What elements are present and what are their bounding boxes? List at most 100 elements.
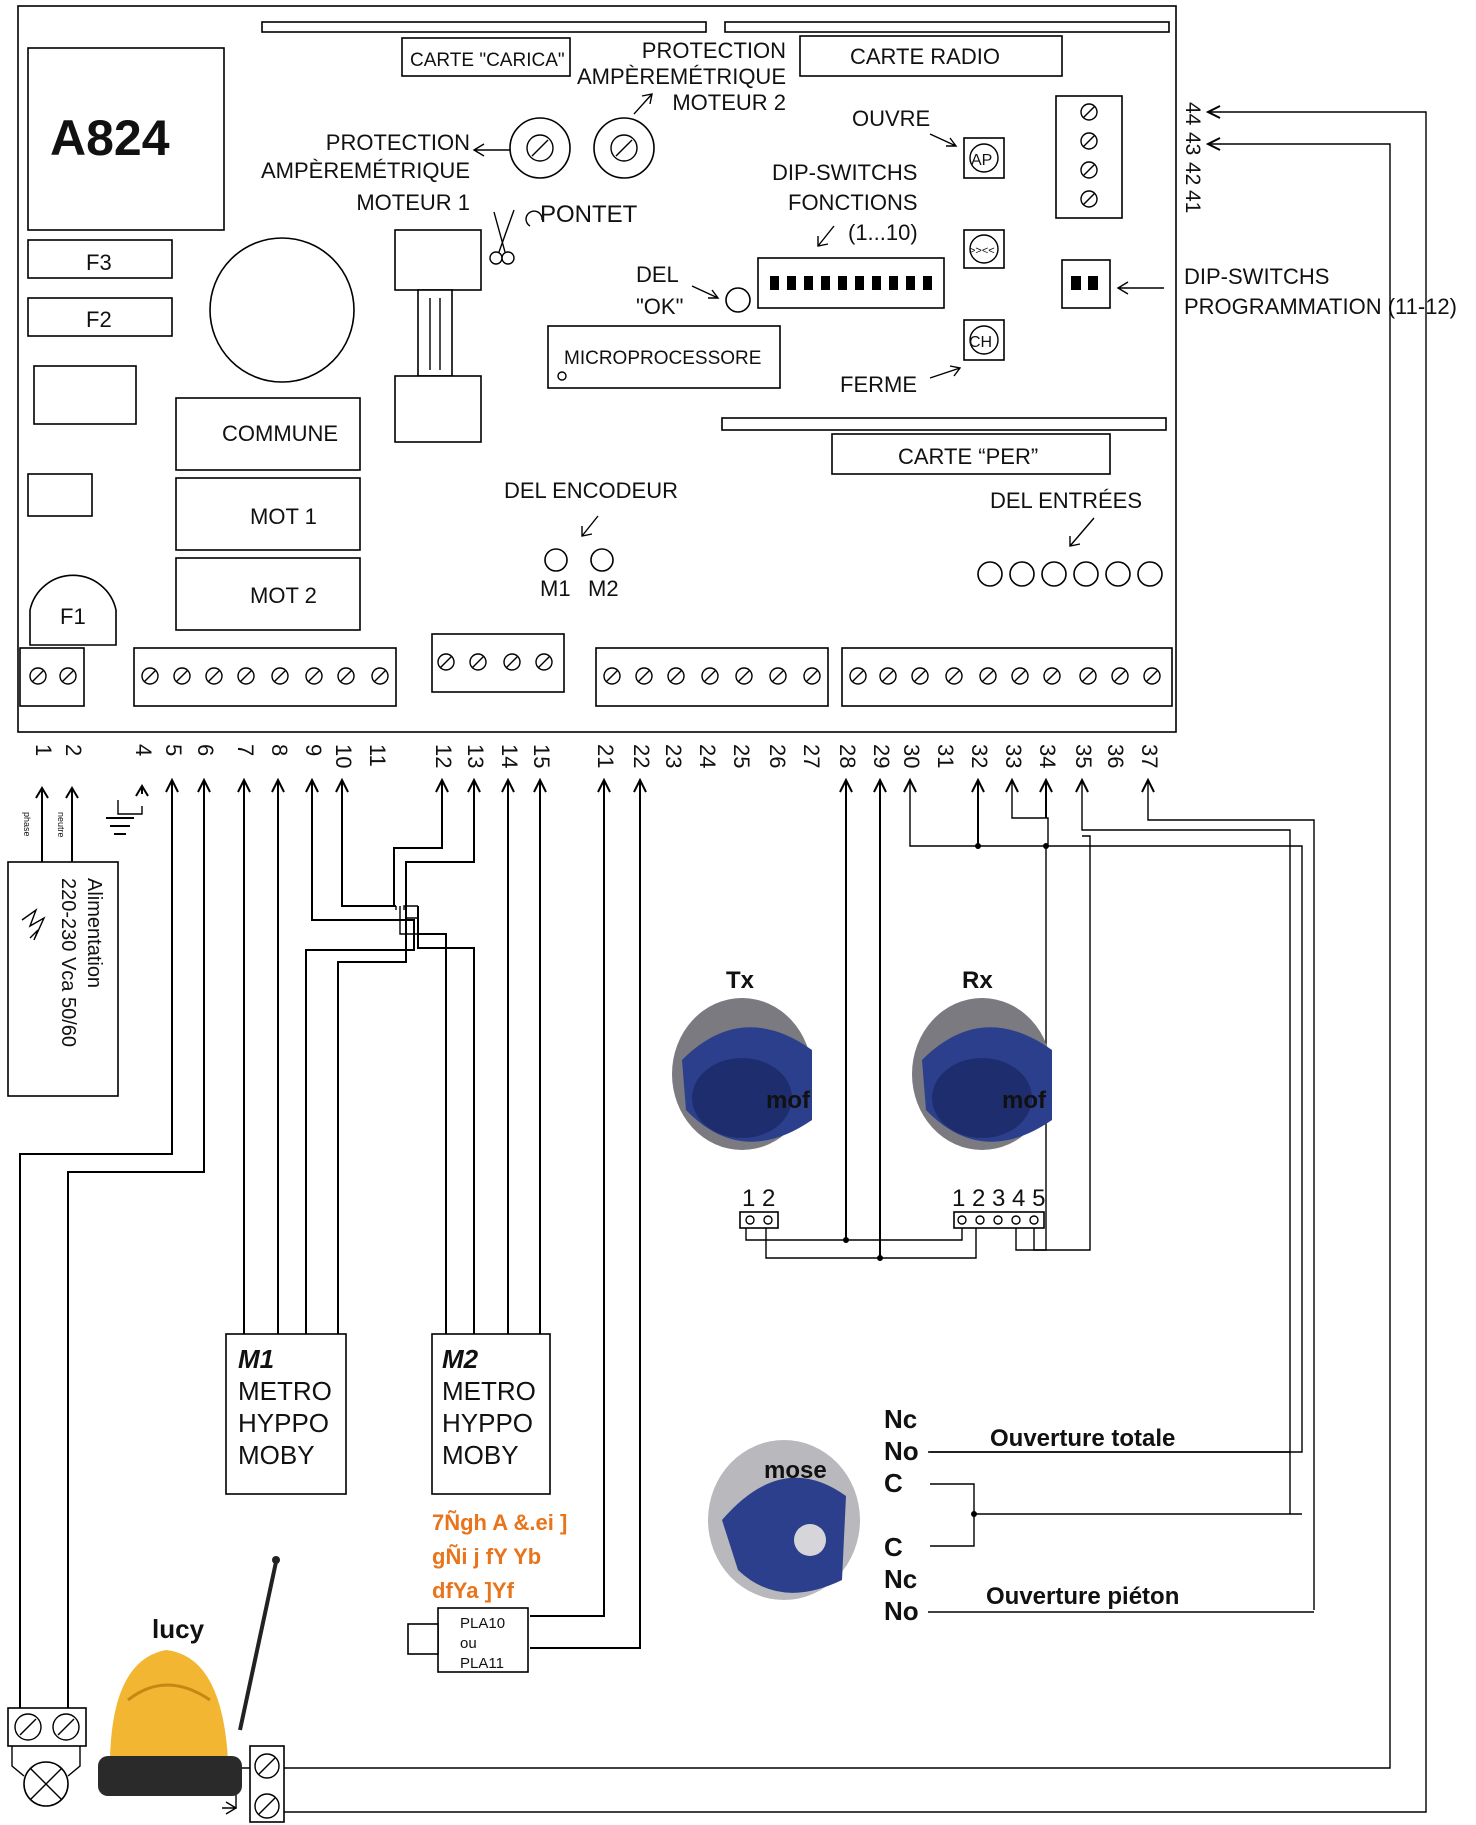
dip-prog-line1: DIP-SWITCHS: [1184, 264, 1329, 289]
sel-nc1: Nc: [884, 1404, 917, 1434]
arrow-m1: [472, 143, 510, 157]
dip-fonctions-line1: DIP-SWITCHS: [772, 160, 917, 185]
motor-m2-line3: MOBY: [442, 1440, 519, 1470]
terminal-33: 33: [1001, 744, 1026, 768]
fuse-f2-label: F2: [86, 307, 112, 332]
terminal-24: 24: [695, 744, 720, 768]
carte-carica: [401, 37, 571, 77]
terminal-8: 8: [267, 744, 292, 756]
component-small: [27, 473, 93, 517]
lamp-brand: lucy: [152, 1614, 205, 1644]
motor-m2-line1: METRO: [442, 1376, 536, 1406]
terminal-36: 36: [1103, 744, 1128, 768]
led-m2-label: M2: [588, 576, 619, 601]
arrow-m2: [633, 93, 653, 115]
terminal-23: 23: [661, 744, 686, 768]
tx-photocell: [672, 998, 812, 1150]
phase-label: phase: [22, 812, 32, 837]
relay-commune: [175, 397, 361, 471]
tx-brand: mof: [766, 1087, 811, 1114]
del-ok-line2: "OK": [636, 294, 683, 319]
terminal-5: 5: [161, 744, 186, 756]
pontet-loop: [525, 210, 543, 227]
carte-radio: [799, 35, 1063, 77]
terminal-27: 27: [799, 744, 824, 768]
terminal-block-4-11: [133, 647, 397, 707]
selector-brand: mose: [764, 1457, 827, 1484]
prot-m1-line3: MOTEUR 1: [356, 190, 470, 215]
pla-line3: PLA11: [460, 1655, 504, 1672]
pla-line1: PLA10: [460, 1615, 505, 1632]
pontet-top: [394, 229, 482, 291]
tx-label: Tx: [726, 967, 755, 994]
button-ch-label: CH: [969, 334, 992, 351]
carte-per-label: CARTE “PER”: [898, 444, 1038, 469]
power-line1: Alimentation: [83, 878, 105, 988]
carte-carica-label: CARTE "CARICA": [410, 50, 565, 71]
terminal-44: 44: [1181, 102, 1204, 126]
prot-m2-line2: AMPÈREMÉTRIQUE: [577, 64, 786, 89]
ouverture-pieton: Ouverture piéton: [986, 1583, 1179, 1610]
terminal-4: 4: [131, 744, 156, 756]
lucy-lamp: [98, 1556, 280, 1796]
scissors-icon: [489, 209, 515, 265]
motor-m2-line2: HYPPO: [442, 1408, 533, 1438]
sel-nc2: Nc: [884, 1564, 917, 1594]
microprocessor: [547, 325, 781, 389]
screws-bottom: [29, 653, 1161, 685]
terminal-30: 30: [899, 744, 924, 768]
terminal-14: 14: [497, 744, 522, 768]
sel-c1: C: [884, 1468, 903, 1498]
relay-mot2: [175, 557, 361, 631]
motor-wiring: [237, 777, 547, 1334]
terminal-31: 31: [933, 744, 958, 768]
terminal-34: 34: [1035, 744, 1060, 768]
terminal-26: 26: [765, 744, 790, 768]
carte-per: [831, 433, 1111, 475]
dip-fonctions-line3: (1...10): [848, 220, 918, 245]
terminal-15: 15: [529, 744, 554, 768]
terminal-35: 35: [1071, 744, 1096, 768]
motor-m1-box: [225, 1333, 347, 1495]
dip-switch-fonctions: [757, 257, 945, 309]
fuse-f3: [27, 239, 173, 279]
del-ok-line1: DEL: [636, 262, 679, 287]
sel-no1: No: [884, 1436, 919, 1466]
power-line2: 220-230 Vca 50/60: [57, 878, 79, 1047]
terminal-2: 2: [61, 744, 86, 756]
pontet-bottom: [394, 375, 482, 443]
rx-terminal-screws: [957, 1215, 1039, 1225]
rx-terminal: [953, 1211, 1045, 1229]
warning-line1: 7Ñgh A &.ei ]: [432, 1510, 567, 1535]
strip-top-left: [261, 21, 707, 33]
led-m1-label: M1: [540, 576, 571, 601]
terminal-11: 11: [365, 744, 390, 767]
dip-prog-line2: PROGRAMMATION (11-12): [1184, 294, 1457, 319]
del-entrees-label: DEL ENTRÉES: [990, 488, 1142, 513]
terminal-numbers-right: 44 43 42 41: [1181, 102, 1204, 213]
fuse-f1-label: F1: [60, 604, 86, 629]
photocell-wiring: [745, 777, 1315, 1610]
transformer: [209, 237, 355, 383]
led-m1: [544, 548, 568, 572]
screws-41-44: [1080, 103, 1098, 208]
motor-m2-box: [431, 1333, 551, 1495]
warning-line3: dfYa ]Yf: [432, 1578, 515, 1603]
terminal-25: 25: [729, 744, 754, 768]
key-selector: [708, 1440, 860, 1600]
selector-wiring: [928, 1451, 1314, 1613]
button-ap-label: AP: [971, 152, 992, 169]
motor-m2-id: M2: [442, 1344, 479, 1374]
terminal-43: 43: [1181, 132, 1204, 155]
terminal-10: 10: [331, 744, 356, 768]
ferme-label: FERME: [840, 372, 917, 397]
relay-mot1: [175, 477, 361, 551]
rx-label: Rx: [962, 967, 993, 994]
pla-connector: [407, 1623, 439, 1655]
fuse-f1: [29, 574, 117, 646]
pla-box: [437, 1607, 529, 1673]
sel-c2: C: [884, 1532, 903, 1562]
terminal-21: 21: [593, 744, 618, 768]
